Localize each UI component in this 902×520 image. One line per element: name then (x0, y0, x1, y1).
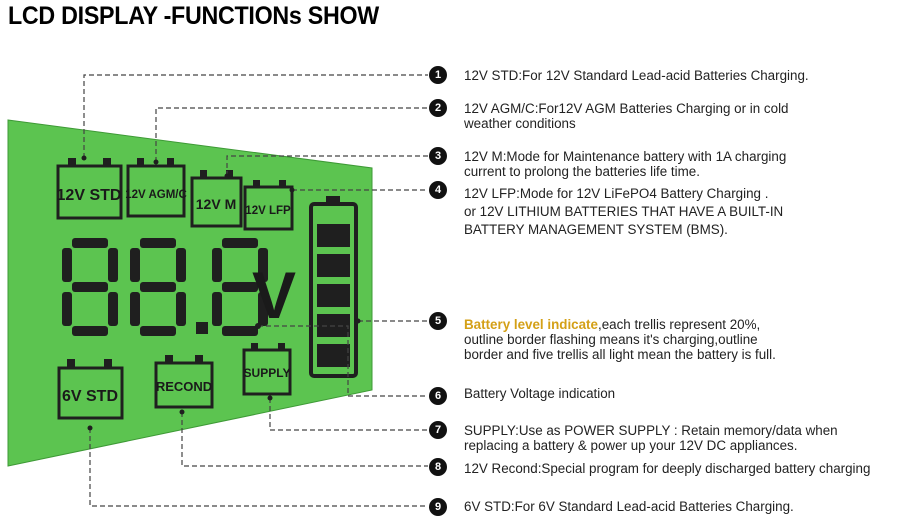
seven-segment-digit (62, 238, 118, 336)
lcd-label-12v-lfp: 12V LFP (245, 205, 291, 217)
battery-level-highlight: Battery level indicate (464, 317, 598, 332)
digit-segment (130, 248, 140, 282)
callout-text-9: 6V STD:For 6V Standard Lead-acid Batteri… (464, 499, 794, 514)
label-box-12v-m: 12V M (190, 170, 243, 228)
callout-text-6: Battery Voltage indication (464, 386, 616, 401)
lcd-label-12v-agm: 12V AGM/C (125, 189, 187, 201)
digit-segment (258, 248, 268, 282)
page-title: LCD DISPLAY -FUNCTIONs SHOW (8, 2, 379, 30)
digit-segment (140, 282, 176, 292)
digit-segment (108, 292, 118, 326)
callout-number-3: 3 (429, 147, 447, 165)
voltage-digits (62, 238, 268, 336)
battery-bar (317, 344, 350, 367)
digit-segment (222, 326, 258, 336)
lcd-label-recond: RECOND (156, 379, 212, 394)
label-box-12v-std: 12V STD (56, 158, 123, 220)
leader-line-1 (83, 74, 428, 158)
digit-segment (140, 238, 176, 248)
leader-dots (81, 155, 361, 431)
lcd-label-12v-std: 12V STD (57, 187, 122, 204)
callout-text-8: 12V Recond:Special program for deeply di… (464, 461, 871, 476)
callout-number-1: 1 (429, 66, 447, 84)
lcd-label-12v-m: 12V M (196, 196, 236, 212)
lcd-label-6v-std: 6V STD (62, 388, 118, 405)
digit-segment (108, 248, 118, 282)
digit-segment (176, 292, 186, 326)
lcd-screen (7, 119, 373, 467)
digit-segment (130, 292, 140, 326)
callout-text-4: 12V LFP:Mode for 12V LiFePO4 Battery Cha… (464, 186, 784, 237)
digit-segment (176, 248, 186, 282)
leader-line-2 (155, 107, 428, 162)
label-box-recond: RECOND (154, 355, 214, 409)
battery-level-icon (309, 196, 358, 378)
digit-segment (72, 238, 108, 248)
digit-segment (72, 282, 108, 292)
leader-line-9 (89, 428, 428, 507)
leader-line-3 (226, 155, 428, 176)
callout-number-7: 7 (429, 421, 447, 439)
seven-segment-digit (212, 238, 268, 336)
callout-number-4: 4 (429, 181, 447, 199)
digit-segment (212, 248, 222, 282)
callout-number-8: 8 (429, 458, 447, 476)
digit-segment (62, 292, 72, 326)
label-box-12v-agm: 12V AGM/C (125, 158, 187, 218)
callout-text-5: Battery level indicate,each trellis repr… (464, 317, 776, 362)
callout-text-2: 12V AGM/C:For12V AGM Batteries Charging … (464, 101, 789, 131)
voltage-unit: V (252, 258, 296, 332)
callout-text-3: 12V M:Mode for Maintenance battery with … (464, 149, 787, 179)
digit-segment (62, 248, 72, 282)
digit-segment (72, 326, 108, 336)
label-box-12v-lfp: 12V LFP (243, 180, 294, 231)
leader-line-6 (258, 325, 428, 397)
callout-number-9: 9 (429, 498, 447, 516)
callout-text-7: SUPPLY:Use as POWER SUPPLY : Retain memo… (464, 423, 838, 453)
digit-segment (212, 292, 222, 326)
battery-bar (317, 284, 350, 307)
digit-segment (222, 282, 258, 292)
digit-segment (258, 292, 268, 326)
leader-lines (83, 74, 428, 507)
callout-number-2: 2 (429, 99, 447, 117)
leader-line-7 (269, 398, 428, 431)
seven-segment-digit (130, 238, 186, 336)
digit-segment (222, 238, 258, 248)
callout-text-1: 12V STD:For 12V Standard Lead-acid Batte… (464, 68, 809, 83)
leader-line-8 (181, 412, 428, 467)
callout-number-6: 6 (429, 387, 447, 405)
digit-segment (140, 326, 176, 336)
battery-bars (317, 224, 350, 367)
callout-number-5: 5 (429, 312, 447, 330)
label-box-supply: SUPPLY (242, 343, 292, 396)
battery-bar (317, 254, 350, 277)
lcd-label-supply: SUPPLY (244, 366, 291, 380)
decimal-point (196, 322, 208, 334)
battery-bar (317, 224, 350, 247)
label-box-6v-std: 6V STD (57, 359, 124, 420)
